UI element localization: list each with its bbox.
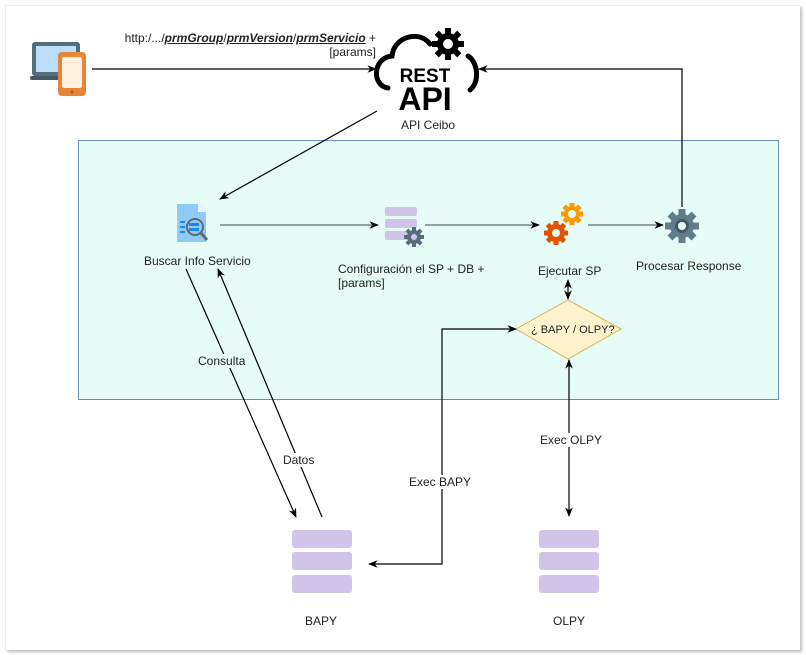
exec-bapy-label: Exec BAPY xyxy=(408,475,473,489)
gear-icon xyxy=(665,209,699,243)
url-param-version: prmVersion xyxy=(226,31,293,45)
procesar-label: Procesar Response xyxy=(636,259,742,273)
url-param-service: prmServicio xyxy=(296,31,366,45)
rest-api-cloud-icon: REST API xyxy=(374,28,479,117)
edge-exec-bapy xyxy=(368,325,517,568)
url-params: [params] xyxy=(329,45,376,59)
edge-consulta xyxy=(185,268,297,518)
edge-procesar-to-api xyxy=(478,65,683,207)
edge-datos xyxy=(217,268,323,518)
api-ceibo-label: API Ceibo xyxy=(401,118,456,132)
buscar-label: Buscar Info Servicio xyxy=(144,254,251,268)
bapy-label: BAPY xyxy=(305,614,338,628)
edge-api-to-buscar xyxy=(219,110,378,200)
document-search-icon xyxy=(177,204,209,242)
url-param-group: prmGroup xyxy=(164,31,224,45)
config-label-line1: Configuración el SP + DB + xyxy=(338,262,485,276)
request-url-label: http:/.../prmGroup/prmVersion/prmServici… xyxy=(120,31,376,59)
ejecutar-label: Ejecutar SP xyxy=(538,264,602,278)
laptop-phone-icon xyxy=(30,42,86,96)
database-gear-icon xyxy=(385,207,424,247)
datos-label: Datos xyxy=(282,453,316,467)
decision-diamond xyxy=(514,299,623,360)
url-suffix: + xyxy=(365,31,376,45)
api-text: API xyxy=(398,81,451,117)
url-sep: / xyxy=(223,31,227,45)
exec-olpy-label: Exec OLPY xyxy=(539,433,604,447)
olpy-label: OLPY xyxy=(553,614,586,628)
config-label-line2: [params] xyxy=(338,276,385,290)
url-sep: / xyxy=(292,31,297,45)
url-prefix: http:/.../ xyxy=(124,31,165,45)
rest-text: REST xyxy=(400,66,451,87)
olpy-database-icon xyxy=(539,530,599,593)
consulta-label: Consulta xyxy=(197,354,247,368)
gears-icon xyxy=(544,203,583,245)
bapy-database-icon xyxy=(292,530,352,593)
decision-label: ¿ BAPY / OLPY? xyxy=(531,324,615,336)
